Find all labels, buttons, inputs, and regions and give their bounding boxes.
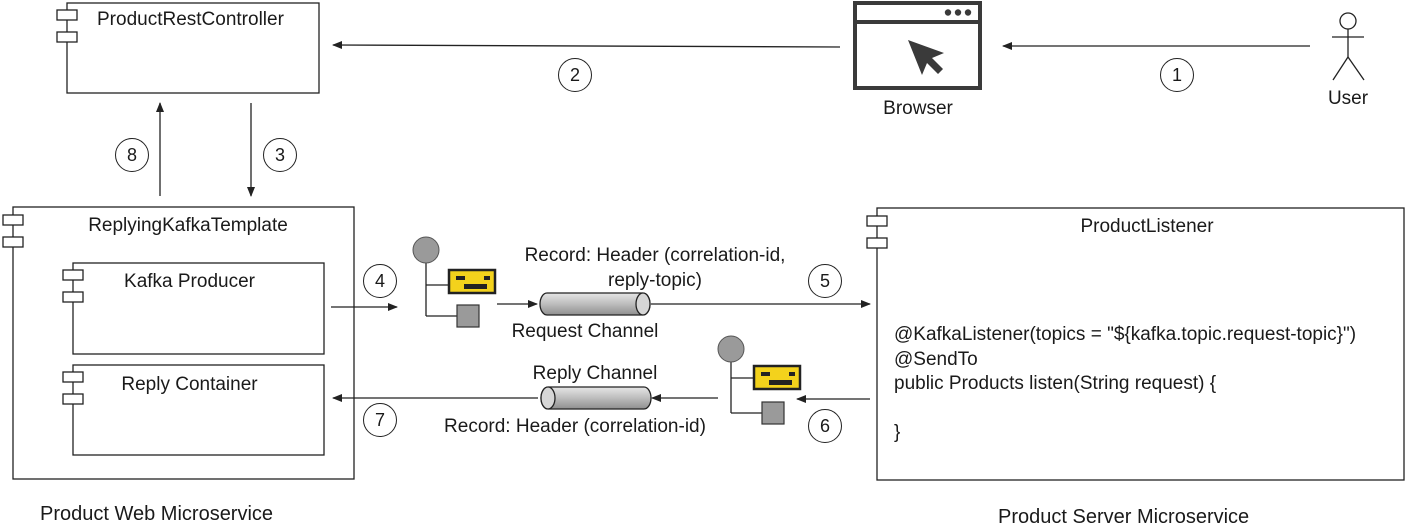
listener-code-line-1: @KafkaListener(topics = "${kafka.topic.r… (894, 324, 1357, 345)
step-5-badge: 5 (808, 264, 842, 298)
step-3-badge: 3 (263, 138, 297, 172)
component-port-icon (2, 236, 24, 248)
product-rest-controller-label: ProductRestController (97, 9, 284, 30)
reply-message-icon (717, 335, 802, 425)
step-1-badge: 1 (1160, 58, 1194, 92)
step-6-badge: 6 (808, 409, 842, 443)
reply-container-label: Reply Container (121, 374, 258, 395)
product-rest-controller-box (56, 2, 320, 94)
reply-record-label: Record: Header (correlation-id) (444, 416, 706, 437)
component-port-icon (62, 269, 84, 281)
user-label: User (1327, 88, 1369, 109)
component-port-icon (62, 371, 84, 383)
product-listener-label: ProductListener (1080, 216, 1214, 237)
replying-kafka-template-label: ReplyingKafkaTemplate (88, 215, 288, 236)
product-listener-box (866, 207, 1405, 481)
arrow-browser-to-controller (332, 41, 841, 50)
component-port-icon (56, 31, 78, 43)
listener-code-line-2: @SendTo (894, 348, 978, 370)
listener-code-line-5: } (894, 422, 901, 443)
request-message-icon (412, 236, 497, 328)
component-port-icon (62, 291, 84, 303)
component-port-icon (62, 393, 84, 405)
reply-container-box (62, 364, 325, 456)
user-icon (1332, 12, 1365, 81)
component-port-icon (2, 214, 24, 226)
browser-label: Browser (883, 98, 953, 119)
product-web-microservice-label: Product Web Microservice (40, 503, 274, 525)
cursor-icon (908, 40, 944, 75)
product-server-microservice-label: Product Server Microservice (998, 506, 1250, 528)
kafka-producer-box (62, 262, 325, 355)
request-channel-label: Request Channel (511, 321, 659, 342)
reply-channel-label: Reply Channel (532, 363, 658, 384)
step-7-badge: 7 (363, 403, 397, 437)
listener-code-line-3: public Products listen(String request) { (894, 373, 1217, 394)
step-4-badge: 4 (363, 264, 397, 298)
component-port-icon (866, 237, 888, 249)
reply-channel-cylinder (540, 386, 652, 410)
kafka-producer-label: Kafka Producer (124, 271, 255, 292)
step-2-badge: 2 (558, 58, 592, 92)
request-channel-cylinder (539, 292, 651, 316)
component-port-icon (866, 215, 888, 227)
step-8-badge: 8 (115, 138, 149, 172)
browser-icon (853, 1, 982, 90)
component-port-icon (56, 9, 78, 21)
request-record-label-line2: reply-topic) (608, 270, 702, 291)
request-record-label-line1: Record: Header (correlation-id, (524, 245, 786, 266)
